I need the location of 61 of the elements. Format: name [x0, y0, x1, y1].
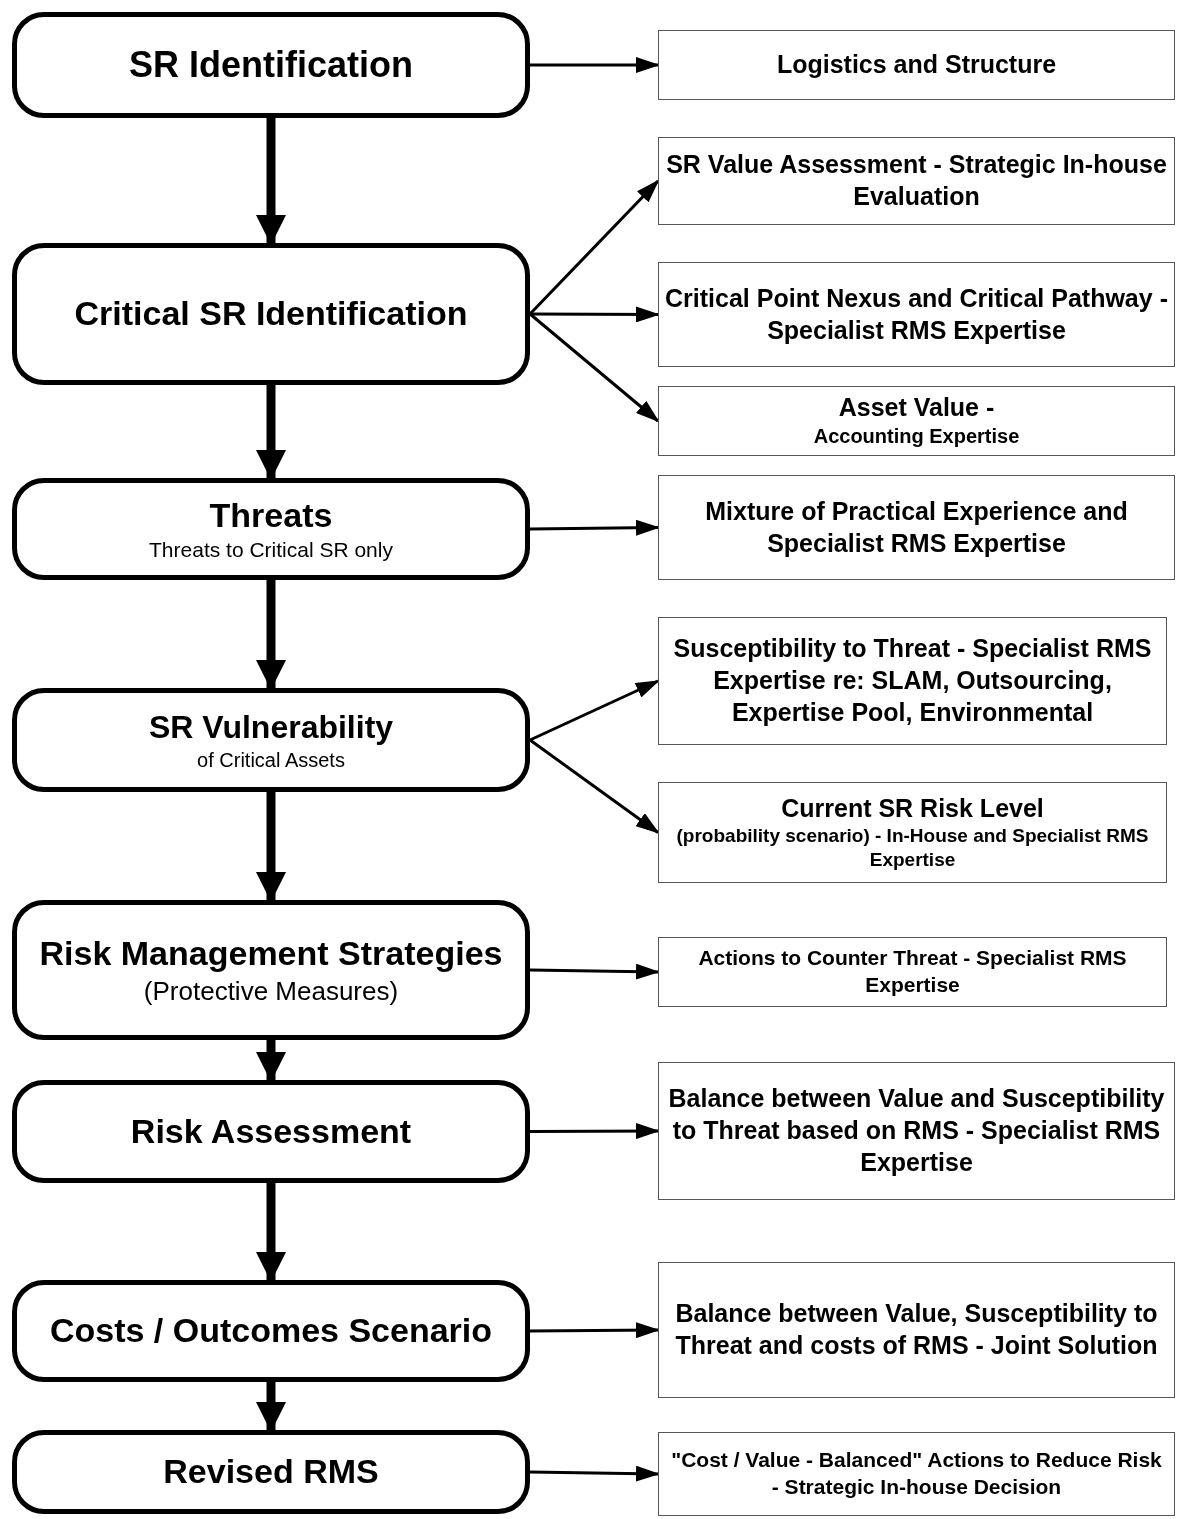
arrow [530, 1123, 660, 1140]
process-box [12, 900, 530, 1040]
box-title: Current SR Risk Level [781, 792, 1044, 824]
arrow [256, 1382, 286, 1432]
box-title: Mixture of Practical Experience and Specialist RMS Expertise [704, 495, 1129, 559]
arrow [529, 963, 660, 980]
process-box [12, 478, 530, 580]
box-title: Costs / Outcomes Scenario [49, 1310, 493, 1352]
arrow [256, 580, 286, 690]
box-title: SR Value Assessment - Strategic In-house Evaluation [665, 149, 1168, 212]
box-subtitle: (Protective Measures) [143, 975, 399, 1009]
note-box [658, 137, 1175, 225]
process-box [12, 12, 530, 118]
box-title: Balance between Value and Susceptibility to Threat based on RMS - Specialist RMS Expertise [667, 1083, 1166, 1178]
process-box [12, 688, 530, 792]
arrow [256, 385, 286, 480]
process-box [12, 243, 530, 385]
arrow [530, 519, 660, 536]
arrow [529, 679, 660, 742]
arrow [530, 57, 660, 73]
arrow [530, 306, 660, 323]
arrow [529, 738, 660, 834]
box-title: Threats [209, 495, 333, 537]
box-title: Balance between Value, Susceptibility to Threat and costs of RMS - Joint Solution [674, 1298, 1159, 1361]
box-subtitle: (probability scenario) - In-House and Specialist RMS Expertise [675, 824, 1150, 873]
note-box [658, 937, 1167, 1007]
note-box [658, 1062, 1175, 1200]
note-box [658, 1262, 1175, 1398]
arrow [256, 792, 286, 902]
arrow [530, 1322, 660, 1339]
box-title: SR Identification [129, 43, 413, 88]
note-box [658, 262, 1175, 367]
arrow [528, 179, 660, 316]
box-title: Logistics and Structure [776, 49, 1057, 81]
box-title: Risk Management Strategies [39, 932, 503, 974]
process-box [12, 1080, 530, 1183]
note-box [658, 1432, 1175, 1516]
note-box [658, 386, 1175, 456]
note-box [658, 782, 1167, 883]
box-subtitle: Accounting Expertise [813, 424, 1020, 450]
box-title: Actions to Counter Threat - Specialist RMS Expertise [697, 945, 1128, 998]
arrow [256, 118, 286, 245]
box-title: Susceptibility to Threat - Specialist RMS Expertise re: SLAM, Outsourcing, Expertise Pool, Environmental [672, 633, 1153, 728]
arrow [256, 1040, 286, 1082]
box-title: Critical Point Nexus and Critical Pathway - Specialist RMS Expertise [665, 282, 1168, 346]
arrow [256, 1183, 286, 1282]
process-box [12, 1430, 530, 1514]
process-box [12, 1280, 530, 1382]
arrow [529, 1465, 660, 1482]
box-title: Risk Assessment [130, 1110, 412, 1152]
box-title: Revised RMS [163, 1451, 379, 1493]
box-subtitle: Threats to Critical SR only [149, 537, 393, 564]
box-title: "Cost / Value - Balanced" Actions to Reduce Risk - Strategic In-house Decision [670, 1447, 1163, 1500]
note-box [658, 475, 1175, 580]
box-subtitle: of Critical Assets [197, 747, 345, 773]
box-title: Critical SR Identification [74, 293, 468, 335]
note-box [658, 30, 1175, 100]
box-title: Asset Value - [838, 392, 995, 424]
note-box [658, 617, 1167, 745]
box-title: SR Vulnerability [148, 708, 394, 747]
arrow [529, 312, 660, 423]
